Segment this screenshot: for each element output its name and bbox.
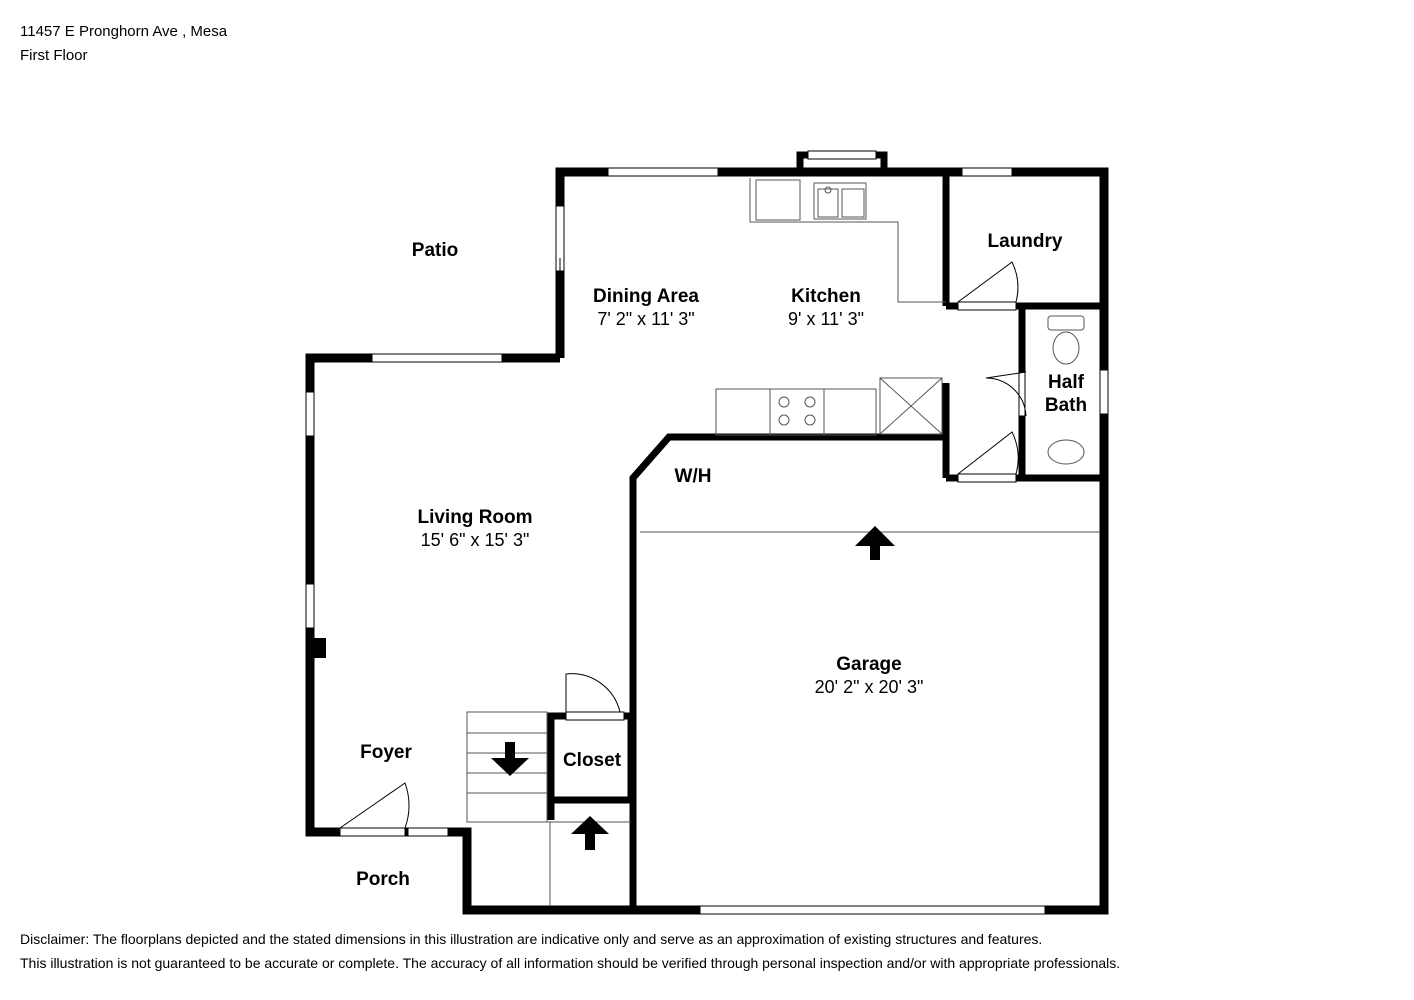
closet-label: Closet bbox=[563, 750, 622, 771]
floor-label: First Floor bbox=[20, 47, 88, 64]
garage-dims: 20' 2" x 20' 3" bbox=[815, 677, 924, 697]
down-arrow-icon bbox=[491, 742, 529, 776]
kitchen-dims: 9' x 11' 3" bbox=[788, 309, 864, 329]
wh-label: W/H bbox=[675, 466, 712, 487]
windows bbox=[305, 150, 1109, 915]
half-bath-label-2: Bath bbox=[1045, 395, 1087, 416]
garage-label: Garage bbox=[836, 654, 901, 675]
up-arrow-icon bbox=[571, 816, 609, 850]
patio-label: Patio bbox=[412, 240, 458, 261]
kitchen-fixtures bbox=[715, 178, 946, 436]
living-dims: 15' 6" x 15' 3" bbox=[421, 530, 530, 550]
wall-marker bbox=[314, 638, 326, 658]
doors bbox=[339, 258, 1027, 837]
address-text: 11457 E Pronghorn Ave , Mesa bbox=[20, 23, 228, 40]
exterior-walls bbox=[305, 167, 1109, 915]
kitchen-label: Kitchen bbox=[791, 286, 861, 307]
garage-arrow-icon bbox=[855, 526, 895, 560]
disclaimer-line-2: This illustration is not guaranteed to b… bbox=[20, 955, 1121, 971]
foyer-label: Foyer bbox=[360, 742, 412, 763]
half-bath-label-1: Half bbox=[1048, 372, 1085, 393]
dining-dims: 7' 2" x 11' 3" bbox=[597, 309, 694, 329]
disclaimer-line-1: Disclaimer: The floorplans depicted and … bbox=[20, 931, 1043, 947]
living-label: Living Room bbox=[417, 507, 532, 528]
dining-label: Dining Area bbox=[593, 286, 699, 307]
porch-label: Porch bbox=[356, 869, 410, 890]
bath-fixtures bbox=[1047, 315, 1085, 465]
laundry-label: Laundry bbox=[988, 231, 1063, 252]
